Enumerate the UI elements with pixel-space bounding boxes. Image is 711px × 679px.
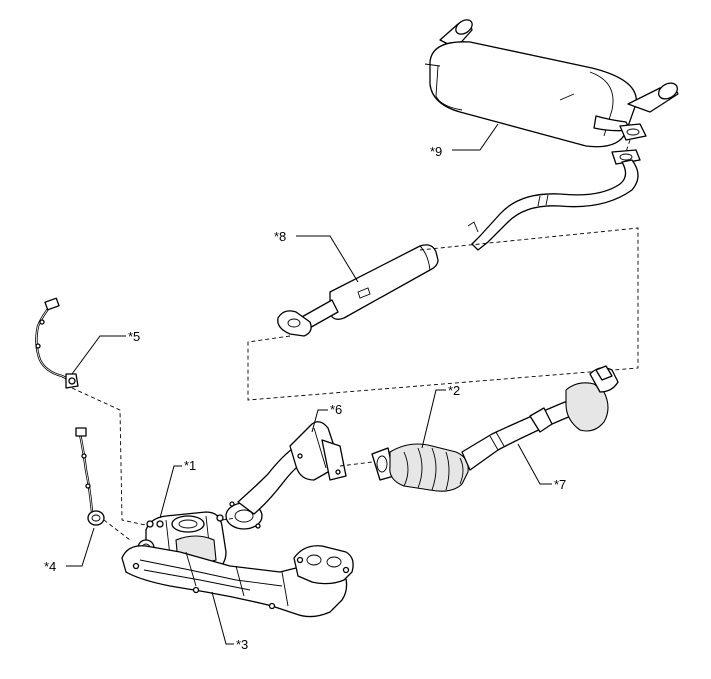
part-8-center-pipe — [277, 149, 641, 337]
part-6-alignment-line — [339, 461, 373, 467]
part-5-alignment-line — [71, 387, 151, 527]
leader-1 — [159, 465, 182, 519]
leader-4 — [66, 527, 95, 567]
callout-5: *5 — [128, 329, 140, 344]
leader-5 — [71, 335, 126, 375]
leader-lines — [66, 123, 552, 645]
callout-3: *3 — [236, 637, 248, 652]
part-2-catalytic-converter — [371, 443, 469, 492]
callout-2: *2 — [448, 383, 460, 398]
leader-2 — [421, 389, 446, 449]
part-5-sensor — [35, 297, 79, 389]
callout-6: *6 — [330, 402, 342, 417]
connection-dashed-box — [247, 227, 639, 401]
leader-6 — [311, 409, 328, 433]
leader-8 — [296, 235, 359, 283]
part-6-front-pipe — [225, 421, 347, 530]
leader-9 — [452, 123, 499, 151]
part-9-alignment-line — [625, 139, 631, 153]
part-1-alignment-line — [221, 517, 237, 521]
part-4-sensor — [75, 427, 105, 526]
part-7-intermediate-pipe — [461, 365, 619, 471]
leader-3 — [211, 591, 234, 645]
part-3-heat-insulator — [121, 545, 354, 618]
callout-7: *7 — [554, 477, 566, 492]
leader-7 — [517, 443, 552, 485]
callout-9: *9 — [430, 144, 442, 159]
callout-1: *1 — [184, 458, 196, 473]
part-9-tail-muffler — [424, 19, 679, 148]
callout-8: *8 — [274, 229, 286, 244]
callout-4: *4 — [44, 559, 56, 574]
part-4-alignment-line — [103, 519, 131, 541]
